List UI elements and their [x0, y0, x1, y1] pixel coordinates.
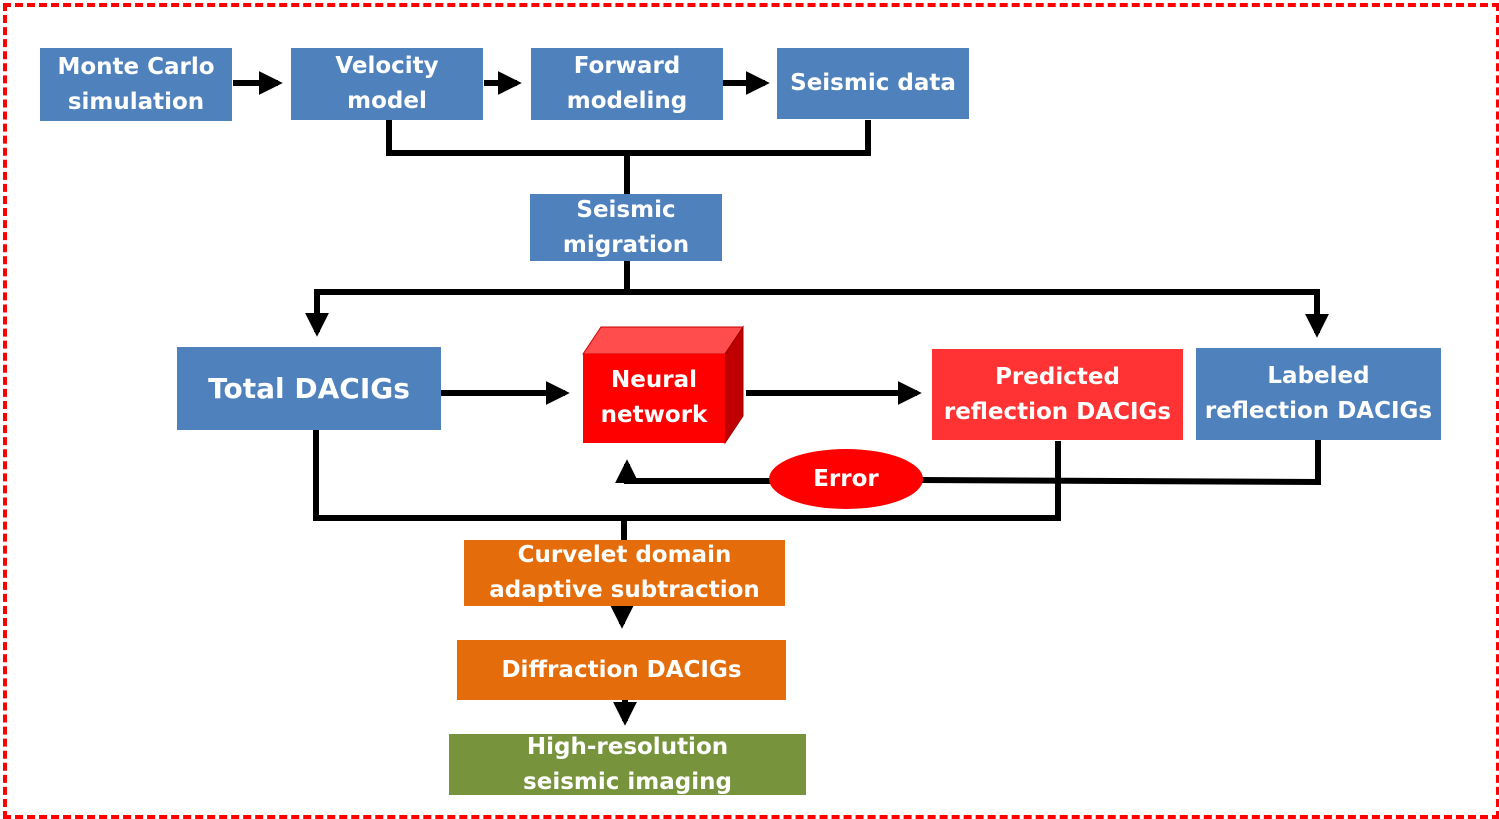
diffraction-dacigs-box: Diffraction DACIGs [457, 640, 786, 700]
total-dacigs-box: Total DACIGs [177, 347, 441, 430]
dashed-border-frame [3, 3, 1499, 819]
predicted-reflection-dacigs-box: Predicted reflection DACIGs [932, 349, 1183, 440]
forward-modeling-box: Forward modeling [531, 48, 723, 120]
curvelet-adaptive-subtraction-box: Curvelet domain adaptive subtraction [464, 540, 785, 606]
error-ellipse [769, 449, 923, 509]
velocity-model-box: Velocity model [291, 48, 483, 120]
seismic-migration-box: Seismic migration [530, 194, 722, 261]
connector-total-predicted-merge [313, 428, 1061, 521]
seismic-data-box: Seismic data [777, 48, 969, 119]
connector-velocity-seismicdata-merge [386, 120, 871, 156]
neural-network-cube [582, 325, 744, 445]
connector-migration-split [305, 261, 630, 337]
neural-network-label: Neural network [600, 367, 708, 428]
monte-carlo-simulation-box: Monte Carlo simulation [40, 48, 232, 121]
high-resolution-seismic-imaging-box: High-resolution seismic imaging [449, 734, 806, 795]
connector-migration-to-labeled [627, 289, 1329, 338]
arrow-error-to-nn [615, 459, 772, 484]
error-label: Error [813, 466, 879, 492]
connector-labeled-to-error [919, 440, 1321, 486]
labeled-reflection-dacigs-box: Labeled reflection DACIGs [1196, 348, 1441, 440]
